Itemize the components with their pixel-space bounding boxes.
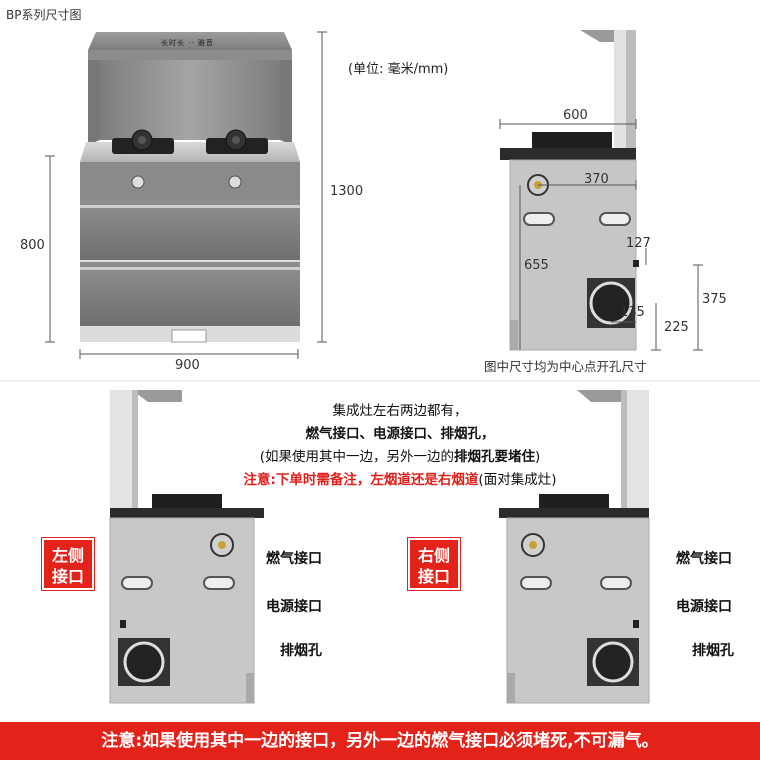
side-handle-left-icon [523, 212, 555, 226]
left-burner-icon [152, 494, 222, 508]
section-divider [0, 380, 760, 382]
right-badge-line-2: 接口 [417, 567, 450, 586]
notice-line-4-post: (面对集成灶) [478, 472, 557, 488]
side-gas-height-label: 655 [524, 258, 549, 273]
side-burner-icon [532, 132, 612, 148]
left-panel-drawing [109, 390, 264, 704]
right-foot [507, 673, 515, 703]
back-side-right [280, 60, 292, 145]
right-hood-top [577, 390, 627, 402]
right-flue-icon [592, 641, 634, 683]
burner-left-icon [112, 129, 174, 154]
right-column-edge [621, 390, 627, 512]
left-power-label: 电源接口 [266, 599, 322, 615]
door-divider [80, 260, 300, 262]
front-dimension-lines [45, 31, 327, 359]
notice-line-4-red: 注意:下单时需备注，左烟道还是右烟道 [243, 472, 479, 488]
right-flue-label: 排烟孔 [692, 643, 734, 659]
plinth-vent [171, 329, 207, 343]
side-countertop [500, 148, 636, 160]
right-gas-label: 燃气接口 [676, 551, 732, 567]
left-flue-label: 排烟孔 [280, 643, 322, 659]
side-column [614, 30, 626, 160]
right-power-label: 电源接口 [676, 599, 732, 615]
right-badge-line-1: 右侧 [417, 546, 450, 565]
front-counter-height-label: 800 [20, 238, 45, 253]
notice-line-1: 集成灶左右两边都有， [332, 403, 468, 419]
side-flue-total-label: 375 [702, 292, 727, 307]
left-flue-icon [123, 641, 165, 683]
side-view-caption: 图中尺寸均为中心点开孔尺寸 [484, 359, 647, 374]
side-view-drawing [499, 30, 703, 351]
back-side-left [88, 60, 100, 145]
left-foot [246, 673, 254, 703]
left-column-edge [132, 390, 138, 512]
notice-text: 集成灶左右两边都有， 燃气接口、电源接口、排烟孔， (如果使用其中一边，另外一边… [150, 400, 650, 492]
right-countertop [499, 508, 649, 518]
hood-top [88, 32, 292, 50]
left-countertop [110, 508, 264, 518]
side-power-offset-label: 127 [626, 236, 651, 251]
hood-panel-text: 长时长 ·· 雅音 [161, 39, 214, 47]
notice-line-3: (如果使用其中一边，另外一边的排烟孔要堵住) [150, 446, 650, 469]
right-handle-1-icon [520, 576, 552, 590]
hood-panel [88, 50, 292, 60]
right-interface-badge: 右侧 接口 [407, 537, 461, 591]
front-width-label: 900 [175, 358, 200, 373]
notice-line-3-post: ) [535, 449, 541, 465]
notice-line-2: 燃气接口、电源接口、排烟孔， [305, 426, 495, 442]
left-gas-port-core [218, 541, 226, 549]
right-handle-2-icon [600, 576, 632, 590]
left-power-port-icon [120, 620, 126, 628]
left-badge-line-2: 接口 [51, 567, 84, 586]
side-flue-offset-label: 135 [620, 305, 645, 320]
right-power-port-icon [633, 620, 639, 628]
knob-strip [80, 162, 300, 200]
left-column [110, 390, 132, 512]
side-flue-height-label: 225 [664, 320, 689, 335]
side-depth-label: 600 [563, 108, 588, 123]
left-hood-top [132, 390, 182, 402]
footer-warning: 注意:如果使用其中一边的接口，另外一边的燃气接口必须堵死,不可漏气。 [0, 722, 760, 760]
knob-right-icon [228, 175, 242, 189]
right-burner-icon [539, 494, 609, 508]
cabinet-door-lower [80, 262, 300, 326]
right-column [627, 390, 649, 512]
side-foot [510, 320, 518, 350]
notice-line-3-bold: 排烟孔要堵住 [454, 449, 535, 465]
unit-note: (单位: 毫米/mm) [348, 62, 449, 77]
series-title: BP系列尺寸图 [6, 8, 82, 22]
left-badge-line-1: 左侧 [51, 546, 84, 565]
door-handle-lower [80, 267, 300, 270]
side-gas-offset-label: 370 [584, 172, 609, 187]
front-height-label: 1300 [330, 184, 364, 199]
door-handle-upper [80, 205, 300, 208]
right-panel-drawing [499, 390, 650, 704]
front-view-drawing [45, 31, 327, 359]
notice-line-4: 注意:下单时需备注，左烟道还是右烟道(面对集成灶) [150, 469, 650, 492]
side-dimension-lines [499, 119, 703, 351]
left-interface-badge: 左侧 接口 [41, 537, 95, 591]
burner-right-icon [206, 129, 268, 154]
side-column-front [626, 30, 636, 160]
right-gas-port-core [529, 541, 537, 549]
left-handle-2-icon [203, 576, 235, 590]
notice-line-3-pre: (如果使用其中一边，另外一边的 [259, 449, 454, 465]
side-power-port-icon [633, 260, 639, 267]
knob-left-icon [131, 175, 145, 189]
left-handle-1-icon [121, 576, 153, 590]
back-panel [100, 60, 280, 140]
side-handle-right-icon [599, 212, 631, 226]
side-flue-icon [589, 281, 633, 325]
cabinet-door-upper [80, 200, 300, 260]
left-gas-label: 燃气接口 [266, 551, 322, 567]
